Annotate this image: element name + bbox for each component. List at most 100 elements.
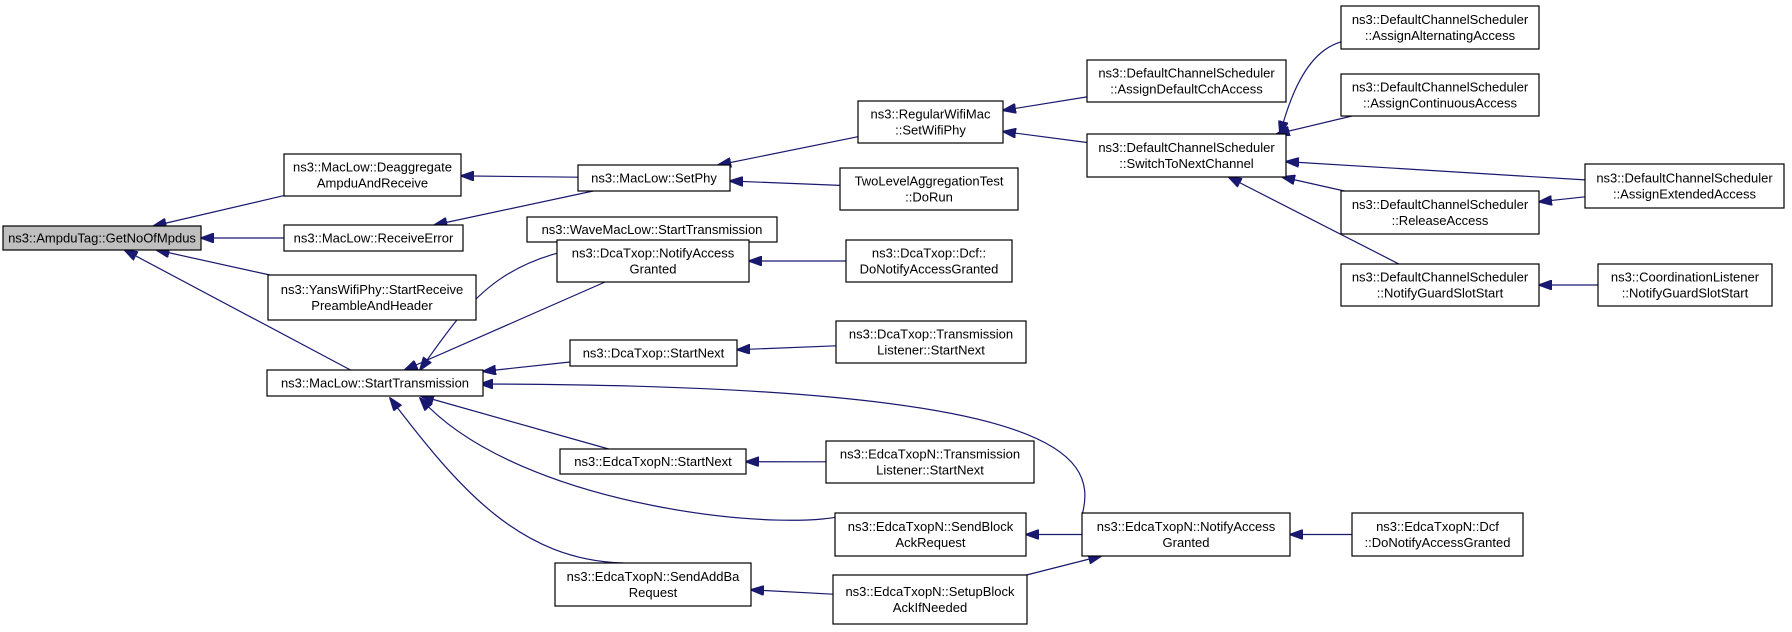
node-n25[interactable]: ns3::EdcaTxopN::Dcf::DoNotifyAccessGrant… — [1351, 512, 1524, 557]
node-box — [1086, 59, 1287, 103]
edge-n5-to-n2 — [434, 190, 594, 225]
node-n8[interactable]: ns3::DefaultChannelScheduler::AssignDefa… — [1086, 59, 1287, 103]
node-label-line: ns3::CoordinationListener — [1611, 270, 1760, 285]
edge-n13-to-n9 — [1282, 177, 1345, 192]
edge-n14-to-n9 — [1229, 177, 1400, 265]
node-n11[interactable]: ns3::DefaultChannelScheduler::AssignCont… — [1340, 73, 1540, 117]
node-box — [577, 164, 731, 192]
node-box — [857, 100, 1004, 144]
node-label-line: ns3::EdcaTxopN::SendAddBa — [567, 569, 740, 584]
node-label-line: ::NotifyGuardSlotStart — [1622, 286, 1749, 301]
node-label-line: Listener::StartNext — [877, 343, 985, 358]
node-label-line: ns3::DefaultChannelScheduler — [1352, 80, 1529, 95]
edge-n26-to-n4 — [390, 398, 624, 564]
node-box — [559, 448, 747, 475]
node-label-line: ns3::WaveMacLow::StartTransmission — [542, 222, 763, 237]
node-label-line: ns3::MacLow::StartTransmission — [281, 376, 469, 391]
node-label-line: ns3::EdcaTxopN::Transmission — [840, 447, 1020, 462]
edge-n27-to-n24 — [1026, 556, 1102, 576]
node-label-line: ::AssignContinuousAccess — [1363, 96, 1517, 111]
node-n17[interactable]: ns3::DcaTxop::NotifyAccessGranted — [556, 239, 750, 283]
node-label-line: ns3::EdcaTxopN::StartNext — [574, 454, 732, 469]
node-label-line: ns3::DcaTxop::StartNext — [583, 346, 725, 361]
edge-n1-to-n0 — [154, 195, 285, 226]
node-n5[interactable]: ns3::MacLow::SetPhy — [577, 164, 731, 192]
node-label-line: ns3::DefaultChannelScheduler — [1352, 12, 1529, 27]
node-box — [2, 225, 202, 251]
node-label-line: TwoLevelAggregationTest — [855, 174, 1004, 189]
node-n24[interactable]: ns3::EdcaTxopN::NotifyAccessGranted — [1081, 512, 1291, 557]
node-box — [1340, 263, 1540, 307]
edge-n11-to-n9 — [1277, 115, 1353, 134]
node-n9[interactable]: ns3::DefaultChannelScheduler::SwitchToNe… — [1086, 133, 1287, 178]
node-box — [554, 562, 752, 607]
edge-n24-to-n4 — [480, 384, 1086, 516]
edge-n27-to-n26 — [751, 590, 834, 594]
node-n4[interactable]: ns3::MacLow::StartTransmission — [266, 369, 484, 397]
node-box — [845, 239, 1013, 283]
node-label-line: ns3::DefaultChannelScheduler — [1352, 270, 1529, 285]
node-n19[interactable]: ns3::DcaTxop::StartNext — [569, 339, 738, 367]
edge-n12-to-n9 — [1286, 162, 1586, 181]
edge-n5-to-n1 — [461, 176, 579, 177]
node-n21[interactable]: ns3::EdcaTxopN::StartNext — [559, 448, 747, 475]
node-box — [1340, 73, 1540, 117]
node-n16[interactable]: ns3::WaveMacLow::StartTransmission — [526, 216, 778, 243]
node-label-line: ::SetWifiPhy — [895, 123, 966, 138]
node-label-line: AckIfNeeded — [893, 600, 967, 615]
edge-n21-to-n4 — [421, 396, 609, 450]
node-label-line: ns3::MacLow::SetPhy — [591, 171, 717, 186]
node-n15[interactable]: ns3::CoordinationListener::NotifyGuardSl… — [1597, 263, 1773, 307]
node-label-line: ::DoRun — [905, 190, 953, 205]
node-label-line: Listener::StartNext — [876, 463, 984, 478]
node-label-line: ns3::DefaultChannelScheduler — [1352, 197, 1529, 212]
node-box — [1340, 190, 1540, 235]
node-n18[interactable]: ns3::DcaTxop::Dcf::DoNotifyAccessGranted — [845, 239, 1013, 283]
node-box — [1597, 263, 1773, 307]
node-n6[interactable]: ns3::RegularWifiMac::SetWifiPhy — [857, 100, 1004, 144]
node-label-line: Request — [629, 585, 678, 600]
node-box — [1081, 512, 1291, 557]
node-label-line: ns3::DcaTxop::NotifyAccess — [572, 246, 735, 261]
node-n10[interactable]: ns3::DefaultChannelScheduler::AssignAlte… — [1340, 5, 1540, 50]
node-box — [835, 320, 1027, 364]
node-label-line: ns3::EdcaTxopN::NotifyAccess — [1097, 519, 1276, 534]
node-box — [267, 274, 477, 321]
node-label-line: ns3::DefaultChannelScheduler — [1098, 66, 1275, 81]
node-box — [266, 369, 484, 397]
node-label-line: ::ReleaseAccess — [1392, 213, 1489, 228]
node-label-line: AckRequest — [895, 535, 965, 550]
node-label-line: ns3::AmpduTag::GetNoOfMpdus — [8, 231, 196, 246]
node-label-line: ::NotifyGuardSlotStart — [1377, 286, 1504, 301]
node-label-line: ns3::DefaultChannelScheduler — [1596, 171, 1773, 186]
node-label-line: ::AssignDefaultCchAccess — [1110, 82, 1263, 97]
edge-n17-to-n4 — [405, 281, 606, 370]
node-n12[interactable]: ns3::DefaultChannelScheduler::AssignExte… — [1584, 163, 1785, 209]
node-n22[interactable]: ns3::EdcaTxopN::TransmissionListener::St… — [825, 440, 1035, 484]
node-label-line: ns3::EdcaTxopN::SetupBlock — [845, 584, 1015, 599]
edge-n7-to-n5 — [730, 181, 841, 185]
node-label-line: ::AssignExtendedAccess — [1613, 187, 1757, 202]
node-label-line: ns3::DefaultChannelScheduler — [1098, 140, 1275, 155]
node-n2[interactable]: ns3::MacLow::ReceiveError — [283, 224, 464, 252]
node-label-line: ::SwitchToNextChannel — [1119, 156, 1254, 171]
node-n14[interactable]: ns3::DefaultChannelScheduler::NotifyGuar… — [1340, 263, 1540, 307]
node-n20[interactable]: ns3::DcaTxop::TransmissionListener::Star… — [835, 320, 1027, 364]
node-n13[interactable]: ns3::DefaultChannelScheduler::ReleaseAcc… — [1340, 190, 1540, 235]
node-n7[interactable]: TwoLevelAggregationTest::DoRun — [839, 167, 1019, 211]
node-label-line: Granted — [1163, 535, 1210, 550]
node-n0[interactable]: ns3::AmpduTag::GetNoOfMpdus — [2, 225, 202, 251]
node-label-line: ::AssignAlternatingAccess — [1365, 28, 1516, 43]
node-box — [556, 239, 750, 283]
node-n3[interactable]: ns3::YansWifiPhy::StartReceivePreambleAn… — [267, 274, 477, 321]
node-label-line: ns3::DcaTxop::Dcf:: — [872, 246, 986, 261]
node-box — [1086, 133, 1287, 178]
node-box — [834, 512, 1027, 557]
node-box — [1584, 163, 1785, 209]
node-box — [825, 440, 1035, 484]
edge-n19-to-n4 — [483, 361, 571, 371]
